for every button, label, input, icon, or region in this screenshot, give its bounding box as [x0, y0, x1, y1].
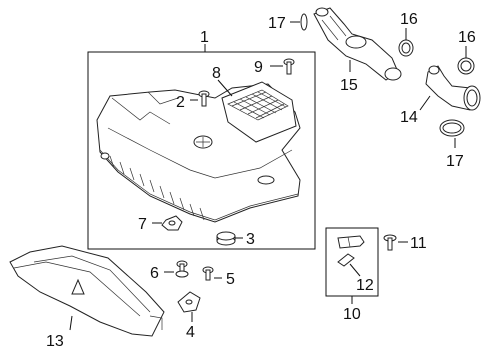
- clamp-ring-16-left[interactable]: [398, 39, 414, 57]
- callout-17-lower: 17: [446, 153, 464, 170]
- callout-5: 5: [226, 271, 235, 288]
- callout-17-upper: 17: [268, 15, 286, 32]
- screw-9[interactable]: [283, 58, 295, 75]
- callout-16-left: 16: [400, 11, 418, 28]
- callout-2: 2: [176, 94, 185, 111]
- callout-12: 12: [356, 277, 374, 294]
- bracket-4[interactable]: [177, 291, 201, 313]
- callout-6: 6: [150, 265, 159, 282]
- retainer-clip[interactable]: [337, 235, 365, 249]
- hose-clamp-17-upper[interactable]: [300, 13, 308, 31]
- callout-11: 11: [410, 235, 427, 252]
- callout-13: 13: [46, 333, 64, 350]
- callout-1: 1: [200, 29, 209, 46]
- screw-6[interactable]: [175, 260, 189, 278]
- seal-12[interactable]: [337, 253, 355, 267]
- grommet-3[interactable]: [216, 231, 236, 246]
- nut-7[interactable]: [161, 215, 183, 231]
- air-filter-element[interactable]: [221, 81, 297, 143]
- callout-15: 15: [340, 77, 358, 94]
- front-cover-13[interactable]: [9, 245, 165, 337]
- callout-9: 9: [254, 59, 263, 76]
- callout-8: 8: [212, 65, 221, 82]
- callout-10: 10: [343, 306, 361, 323]
- callout-7: 7: [138, 216, 147, 233]
- callout-16-right: 16: [458, 29, 476, 46]
- screw-5[interactable]: [202, 266, 214, 281]
- intake-hose-14[interactable]: [425, 65, 481, 111]
- hose-clamp-17-lower[interactable]: [439, 119, 465, 137]
- assembly-box-1: [87, 51, 316, 250]
- callout-14: 14: [400, 109, 418, 126]
- screw-2[interactable]: [198, 90, 210, 107]
- bolt-11[interactable]: [383, 234, 397, 251]
- clamp-ring-16-right[interactable]: [457, 57, 475, 75]
- callout-3: 3: [246, 231, 255, 248]
- callout-4: 4: [186, 324, 195, 341]
- intake-hose-15[interactable]: [313, 7, 402, 81]
